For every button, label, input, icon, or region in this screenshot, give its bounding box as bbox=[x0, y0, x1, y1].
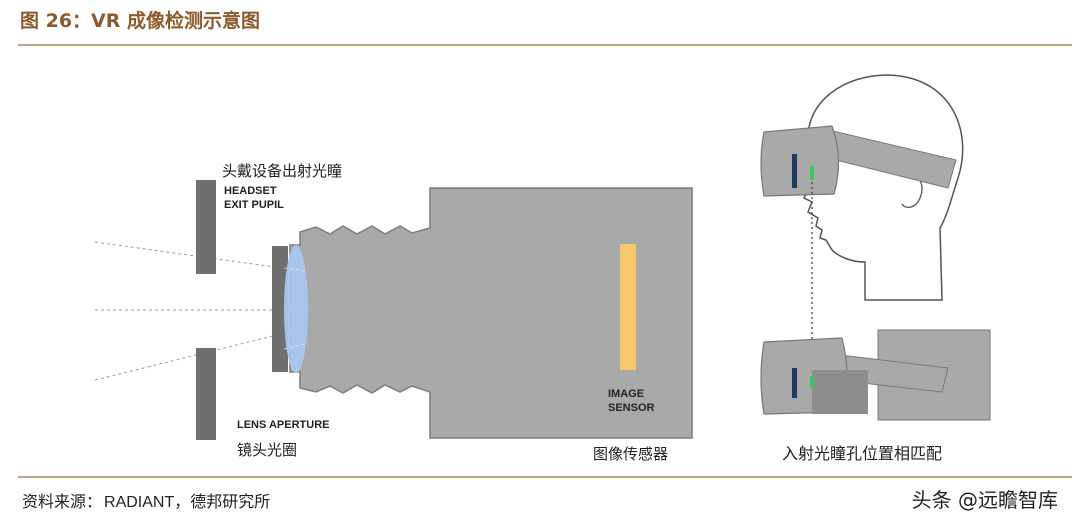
headset-exit-pupil-en-1: HEADSET bbox=[224, 185, 277, 197]
image-sensor-en-2: SENSOR bbox=[608, 402, 655, 414]
camera-lens bbox=[284, 245, 308, 373]
watermark: 头条 @远瞻智库 bbox=[911, 488, 1058, 512]
image-sensor bbox=[620, 244, 636, 370]
source-value: RADIANT，德邦研究所 bbox=[104, 494, 271, 511]
image-sensor-en-1: IMAGE bbox=[608, 388, 644, 400]
camera-with-headset bbox=[760, 329, 991, 421]
camera-eye-marker bbox=[810, 376, 814, 388]
camera-body bbox=[289, 187, 693, 439]
head-with-headset bbox=[760, 74, 964, 301]
headset-display bbox=[792, 154, 797, 188]
title-divider bbox=[18, 44, 1072, 46]
source-label: 资料来源： bbox=[22, 492, 103, 511]
headset-exit-pupil-cn: 头戴设备出射光瞳 bbox=[222, 162, 342, 180]
headset-eye-marker bbox=[810, 166, 814, 180]
headset-visor bbox=[760, 125, 840, 197]
lens-aperture-cn: 镜头光圈 bbox=[237, 441, 297, 459]
headset-display-bottom bbox=[792, 368, 797, 398]
headset-exit-pupil-en-2: EXIT PUPIL bbox=[224, 199, 284, 211]
camera-body-dark bbox=[812, 370, 868, 414]
footer-divider bbox=[18, 476, 1072, 478]
image-sensor-cn: 图像传感器 bbox=[593, 445, 668, 463]
head-outline bbox=[802, 74, 964, 301]
exit-pupil-plate-bottom bbox=[196, 348, 216, 440]
lens-aperture-en: LENS APERTURE bbox=[237, 419, 330, 431]
figure-title: 图 26：VR 成像检测示意图 bbox=[20, 10, 261, 32]
alignment-caption: 入射光瞳孔位置相匹配 bbox=[782, 444, 942, 463]
exit-pupil-plate-top bbox=[196, 180, 216, 274]
source-note: 资料来源：RADIANT，德邦研究所 bbox=[22, 488, 270, 512]
lens-aperture bbox=[272, 246, 288, 372]
